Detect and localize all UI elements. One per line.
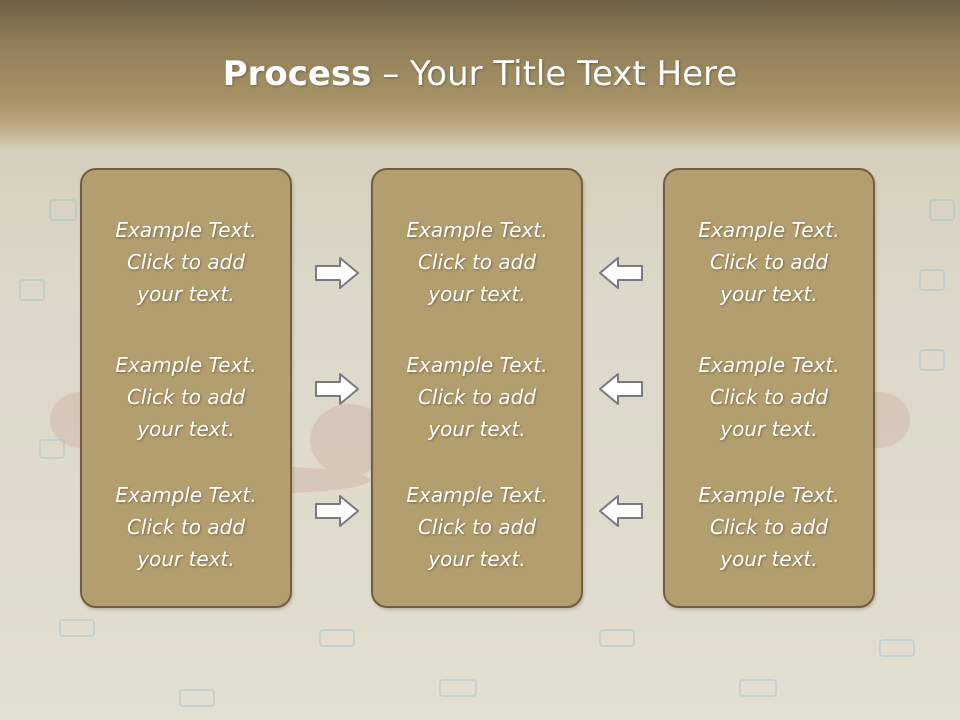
text-block[interactable]: Example Text. Click to add your text. xyxy=(665,349,873,445)
text-block[interactable]: Example Text. Click to add your text. xyxy=(373,349,581,445)
text-block[interactable]: Example Text. Click to add your text. xyxy=(82,479,290,575)
arrow-left-icon xyxy=(599,373,643,405)
title-bold: Process xyxy=(222,54,372,94)
text-line: Example Text. xyxy=(406,353,548,377)
text-line: your text. xyxy=(428,417,526,441)
text-line: Click to add xyxy=(709,250,829,274)
text-line: your text. xyxy=(428,282,526,306)
arrow-left-icon xyxy=(599,257,643,289)
text-line: Example Text. xyxy=(406,483,548,507)
text-line: your text. xyxy=(137,547,235,571)
text-block[interactable]: Example Text. Click to add your text. xyxy=(82,214,290,310)
text-block[interactable]: Example Text. Click to add your text. xyxy=(373,479,581,575)
text-block[interactable]: Example Text. Click to add your text. xyxy=(82,349,290,445)
text-line: Example Text. xyxy=(698,353,840,377)
text-line: Click to add xyxy=(126,250,246,274)
text-line: Example Text. xyxy=(115,218,257,242)
text-line: your text. xyxy=(720,282,818,306)
text-block[interactable]: Example Text. Click to add your text. xyxy=(665,479,873,575)
text-line: Click to add xyxy=(417,515,537,539)
text-line: Click to add xyxy=(709,515,829,539)
text-line: Click to add xyxy=(126,515,246,539)
arrow-right-icon xyxy=(315,257,359,289)
text-line: your text. xyxy=(720,417,818,441)
title-rest: – Your Title Text Here xyxy=(371,54,738,94)
text-line: your text. xyxy=(428,547,526,571)
text-line: Click to add xyxy=(417,385,537,409)
text-line: Click to add xyxy=(417,250,537,274)
arrow-left-icon xyxy=(599,495,643,527)
process-box-center[interactable]: Example Text. Click to add your text. Ex… xyxy=(371,168,583,608)
text-line: Example Text. xyxy=(115,353,257,377)
text-line: Example Text. xyxy=(698,483,840,507)
text-line: Example Text. xyxy=(698,218,840,242)
process-box-left[interactable]: Example Text. Click to add your text. Ex… xyxy=(80,168,292,608)
text-line: Example Text. xyxy=(406,218,548,242)
text-block[interactable]: Example Text. Click to add your text. xyxy=(665,214,873,310)
arrow-right-icon xyxy=(315,495,359,527)
text-line: Example Text. xyxy=(115,483,257,507)
text-line: Click to add xyxy=(709,385,829,409)
text-block[interactable]: Example Text. Click to add your text. xyxy=(373,214,581,310)
arrow-right-icon xyxy=(315,373,359,405)
text-line: your text. xyxy=(137,417,235,441)
text-line: your text. xyxy=(720,547,818,571)
slide-title[interactable]: Process – Your Title Text Here xyxy=(0,52,960,96)
text-line: your text. xyxy=(137,282,235,306)
text-line: Click to add xyxy=(126,385,246,409)
process-box-right[interactable]: Example Text. Click to add your text. Ex… xyxy=(663,168,875,608)
